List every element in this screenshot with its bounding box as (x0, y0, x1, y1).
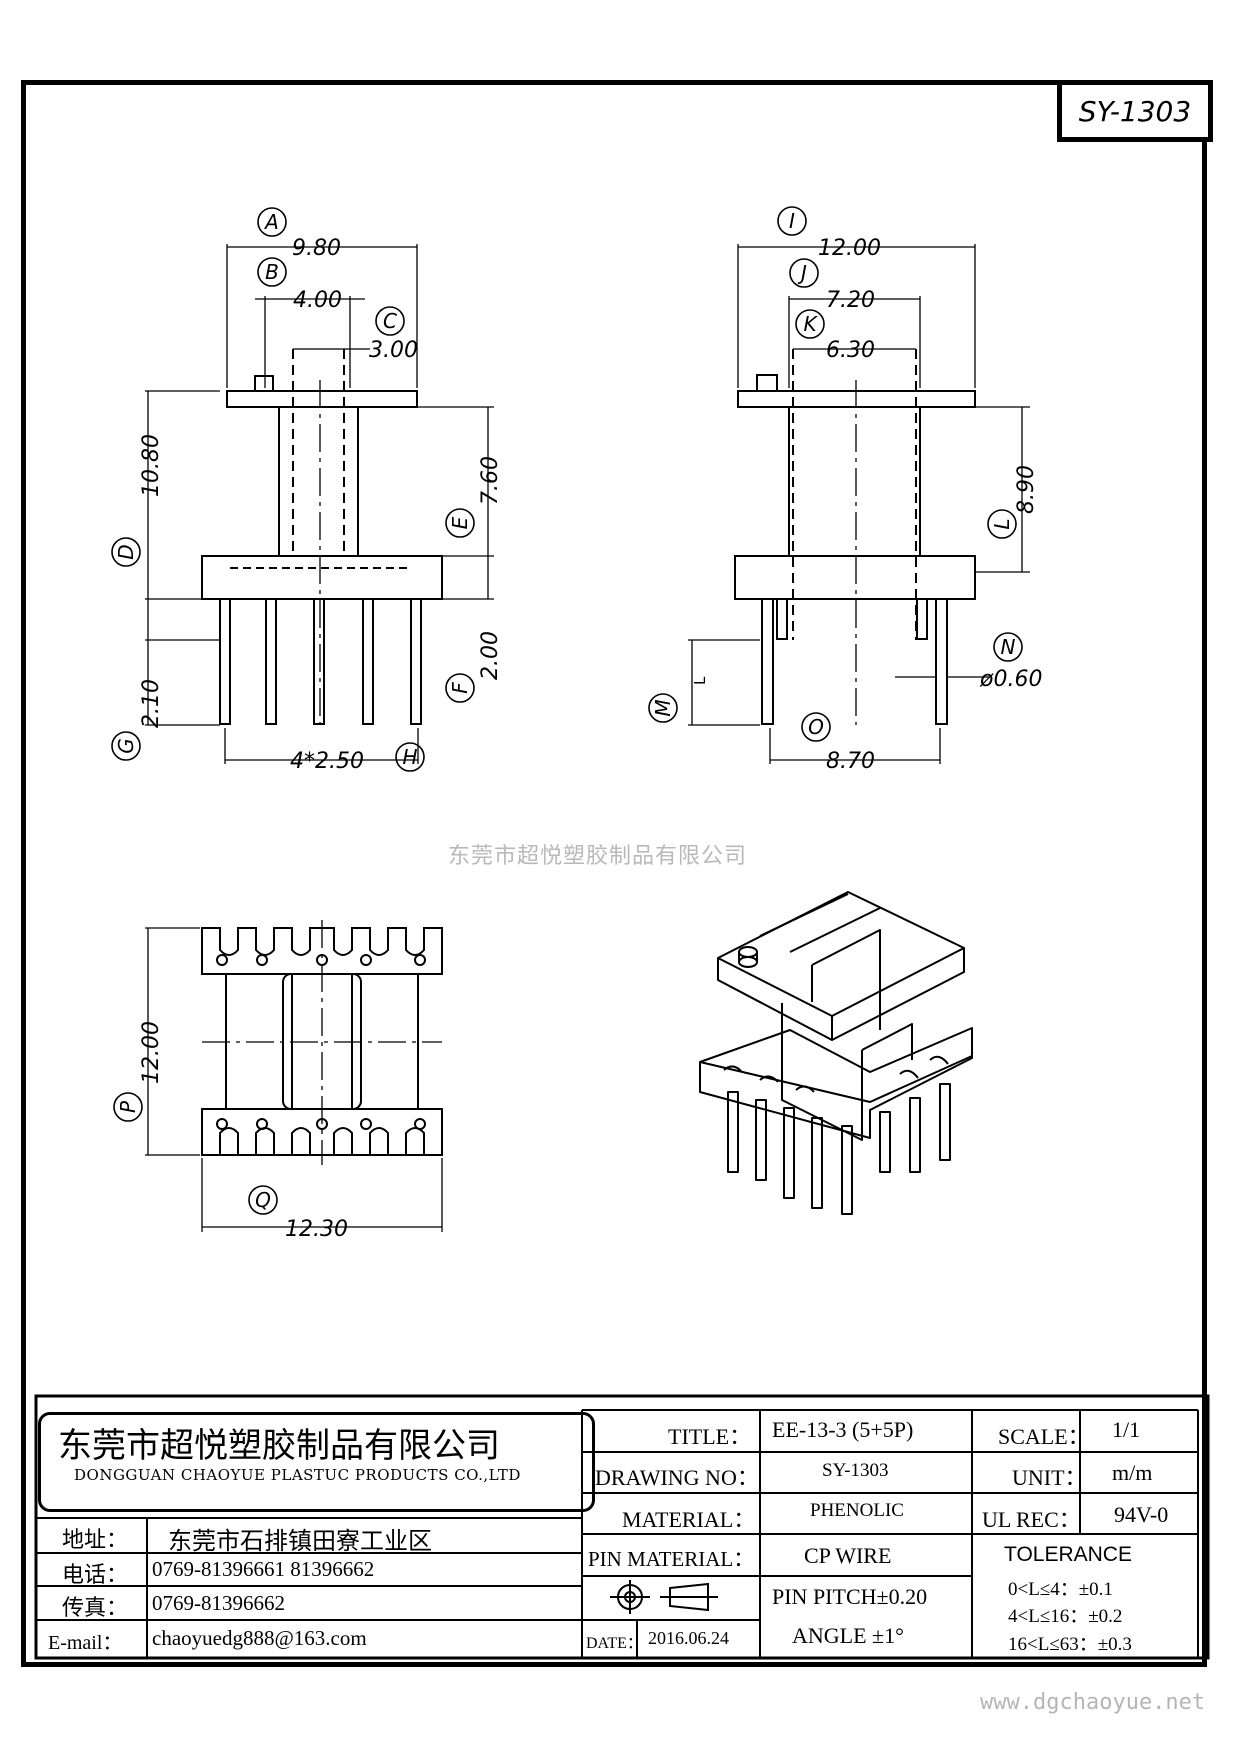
callout-e: E (448, 516, 472, 529)
callout-letters: A B C D E F G H I J K L M N O P Q (114, 209, 1016, 1212)
callout-n: N (1001, 635, 1016, 659)
dim-q: 12.30 (285, 1217, 348, 1242)
fax-label: 传真： (62, 1596, 129, 1621)
ul-label: UL REC： (982, 1507, 1081, 1532)
dim-l: 8.90 (1014, 465, 1039, 514)
company-box (38, 1412, 595, 1512)
pin-pitch: PIN PITCH±0.20 (772, 1584, 928, 1609)
drawing-no-label: DRAWING NO： (595, 1465, 759, 1490)
callout-p: P (116, 1100, 140, 1113)
dim-b: 4.00 (293, 288, 342, 313)
title-value: EE-13-3 (5+5P) (772, 1417, 914, 1442)
watermark-site: www.dgchaoyue.net (980, 1690, 1206, 1715)
callout-g: G (114, 738, 138, 754)
callout-h: H (402, 745, 417, 769)
tolerance-row-3: 16<L≤63：±0.3 (1008, 1634, 1132, 1655)
phone-value: 0769-81396661 81396662 (152, 1557, 375, 1581)
phone-label: 电话： (62, 1563, 129, 1588)
tolerance-row-2: 4<L≤16：±0.2 (1008, 1606, 1123, 1627)
callout-d: D (114, 544, 138, 559)
email-value: chaoyuedg888@163.com (152, 1626, 367, 1650)
callout-l: L (990, 518, 1014, 529)
dim-e: 7.60 (478, 456, 503, 505)
callout-q: Q (255, 1188, 271, 1212)
callout-j: J (797, 261, 807, 285)
callout-i: I (789, 209, 795, 233)
ul-value: 94V-0 (1114, 1502, 1169, 1527)
title-label: TITLE： (668, 1424, 752, 1449)
dim-n: ø0.60 (979, 667, 1042, 692)
fax-value: 0769-81396662 (152, 1591, 285, 1615)
callout-f: F (448, 682, 472, 694)
title-block-grid (34, 1394, 1210, 1660)
side-view (688, 244, 1030, 764)
callout-b: B (265, 260, 279, 284)
dim-h: 4*2.50 (290, 749, 364, 774)
drawing-no-value: SY-1303 (822, 1460, 889, 1481)
company-name-en: DONGGUAN CHAOYUE PLASTUC PRODUCTS CO.,LT… (74, 1466, 521, 1484)
dim-d: 10.80 (139, 434, 164, 497)
dim-i: 12.00 (818, 236, 881, 261)
isometric-pins (727, 1083, 951, 1215)
dim-a: 9.80 (292, 236, 341, 261)
dimension-values: 9.80 4.00 3.00 10.80 7.60 2.00 2.10 4*2.… (139, 236, 1042, 1242)
angle: ANGLE ±1° (792, 1623, 904, 1648)
tolerance-row-1: 0<L≤4：±0.1 (1008, 1579, 1113, 1600)
dim-f: 2.00 (478, 631, 503, 680)
callout-circles (111, 206, 1023, 1215)
scale-label: SCALE： (998, 1424, 1090, 1449)
callout-c: C (383, 309, 397, 333)
scale-value: 1/1 (1112, 1417, 1141, 1442)
callout-m: M (651, 699, 675, 716)
email-label: E-mail： (48, 1632, 123, 1654)
dim-o: 8.70 (826, 749, 875, 774)
dim-p: 12.00 (139, 1021, 164, 1084)
front-pins (219, 598, 422, 725)
dim-j: 7.20 (826, 288, 875, 313)
material-label: MATERIAL： (622, 1507, 756, 1532)
top-view (145, 920, 443, 1232)
date-label: DATE： (586, 1635, 643, 1652)
date-value: 2016.06.24 (648, 1628, 729, 1648)
tolerance-label: TOLERANCE (1004, 1543, 1132, 1566)
pin-material-value: CP WIRE (804, 1543, 892, 1568)
pin-material-label: PIN MATERIAL： (588, 1547, 755, 1571)
address-value: 东莞市石排镇田寮工业区 (168, 1527, 432, 1555)
dim-m: L (691, 676, 709, 685)
callout-a: A (263, 210, 279, 234)
isometric-view (699, 891, 973, 1215)
front-view (145, 244, 494, 764)
address-label: 地址： (62, 1528, 129, 1553)
callout-k: K (803, 312, 818, 336)
unit-label: UNIT： (1012, 1465, 1087, 1490)
part-code: SY-1303 (1078, 94, 1192, 128)
part-code-box: SY-1303 (1057, 80, 1213, 142)
company-name-cn: 东莞市超悦塑胶制品有限公司 (58, 1426, 500, 1466)
dim-g: 2.10 (139, 679, 164, 728)
material-value: PHENOLIC (810, 1500, 904, 1521)
dim-c: 3.00 (369, 338, 418, 363)
drawing-frame (21, 80, 1207, 1667)
callout-o: O (808, 715, 824, 739)
watermark-company: 东莞市超悦塑胶制品有限公司 (448, 844, 748, 869)
unit-value: m/m (1112, 1460, 1153, 1485)
dim-k: 6.30 (826, 338, 875, 363)
